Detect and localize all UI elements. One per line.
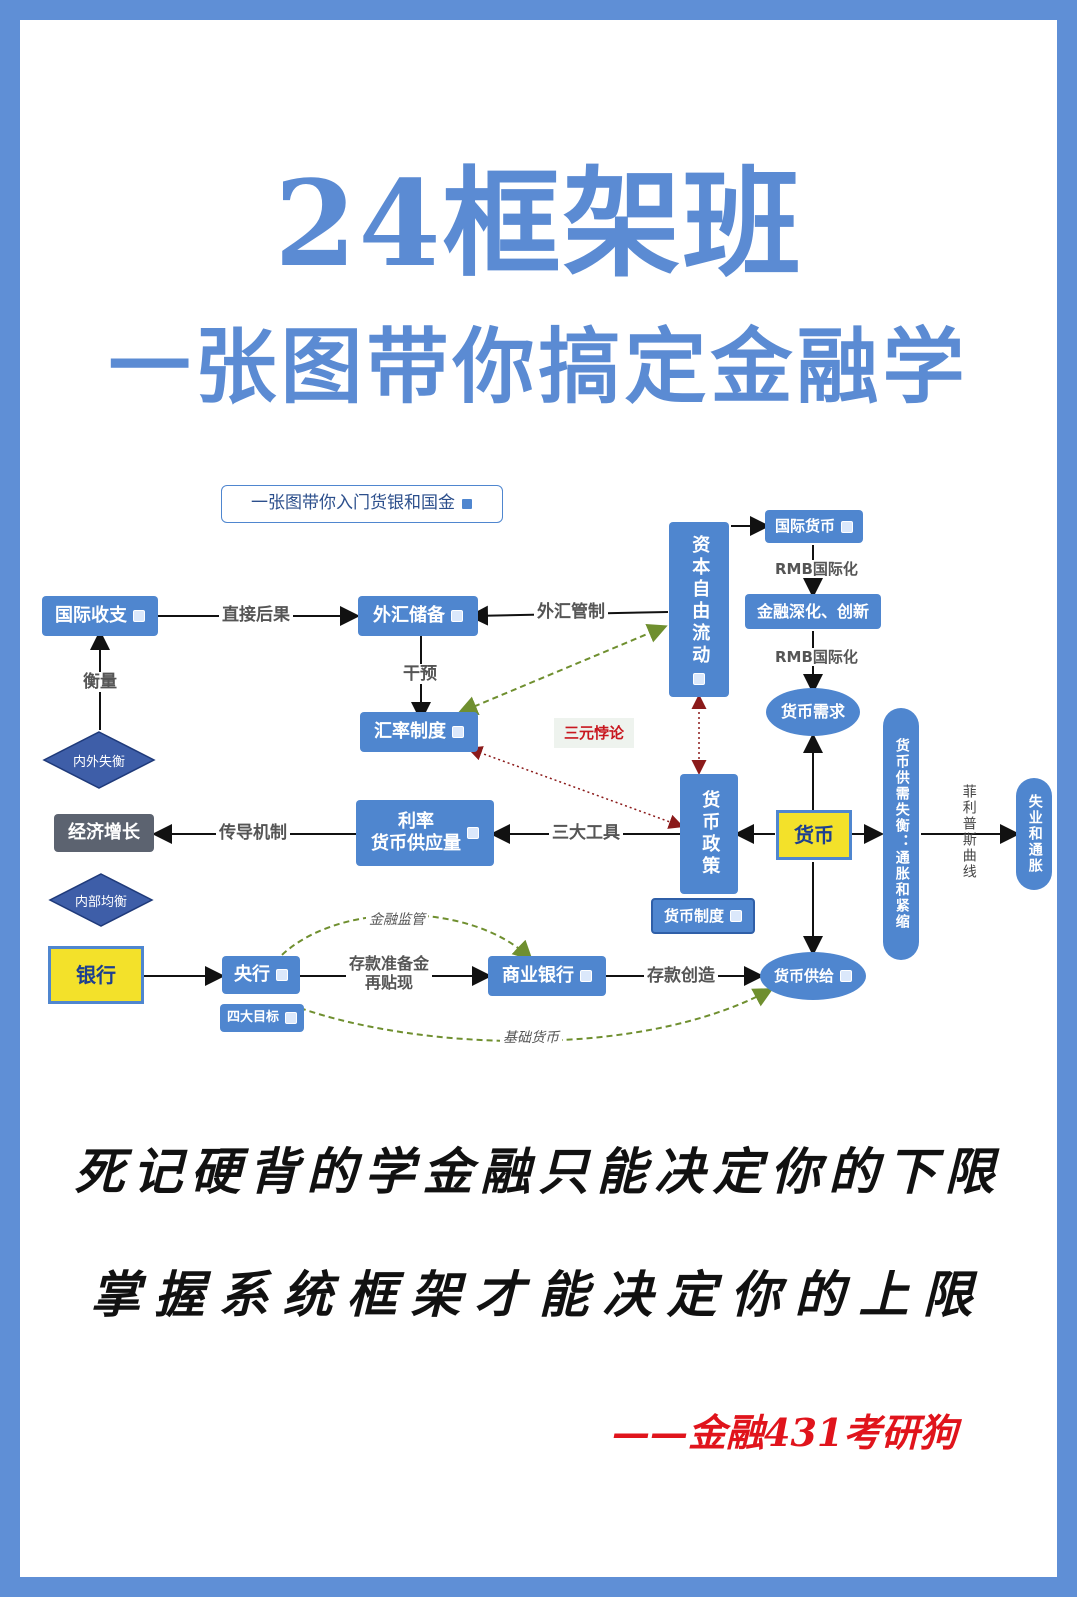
node-capital-flow[interactable]: 资本自由流动 — [669, 522, 729, 697]
node-label: 国际收支 — [55, 604, 127, 626]
label-deposit-creation: 存款创造 — [644, 966, 718, 987]
note-icon — [693, 672, 705, 685]
node-monetary-policy[interactable]: 货币政策 — [680, 774, 738, 894]
note-icon — [285, 1012, 297, 1024]
node-money[interactable]: 货币 — [776, 810, 852, 860]
note-icon — [452, 726, 464, 738]
label-rmb-intl-2: RMB国际化 — [772, 648, 861, 666]
note-icon — [841, 520, 853, 533]
node-label: 商业银行 — [502, 964, 574, 986]
node-interest-rate[interactable]: 利率 货币供应量 — [356, 800, 494, 866]
slogan-line2: 掌握系统框架才能决定你的上限 — [90, 1265, 987, 1324]
node-unemployment-inflation[interactable]: 失业和通胀 — [1016, 778, 1052, 890]
node-label: 货币政策 — [699, 790, 721, 878]
note-icon — [461, 498, 473, 510]
label-trilemma: 三元悖论 — [554, 718, 635, 748]
signature: ——金融431考研狗 — [612, 1410, 958, 1455]
note-icon — [451, 610, 463, 622]
node-commercial-bank[interactable]: 商业银行 — [488, 956, 606, 996]
label-direct-result: 直接后果 — [219, 605, 293, 626]
node-money-supply-imbalance[interactable]: 货币供需失衡：通胀和紧缩 — [883, 708, 919, 960]
node-label: 利率 货币供应量 — [371, 811, 461, 856]
node-label-line2: 货币供应量 — [371, 833, 461, 854]
note-icon — [580, 970, 592, 982]
node-money-supply[interactable]: 货币供给 — [760, 952, 866, 1000]
node-internal-external-imbalance[interactable]: 内外失衡 — [42, 730, 156, 790]
label-base-money: 基础货币 — [500, 1030, 562, 1047]
label-rmb-intl-1: RMB国际化 — [772, 560, 861, 578]
node-label: 汇率制度 — [374, 720, 446, 742]
node-four-goals[interactable]: 四大目标 — [220, 1004, 304, 1032]
node-central-bank[interactable]: 央行 — [222, 956, 300, 994]
node-label: 货币制度 — [663, 906, 724, 925]
label-reserve-line2: 再贴现 — [365, 973, 414, 993]
node-label: 国际货币 — [774, 517, 835, 536]
node-label: 经济增长 — [68, 821, 140, 843]
node-label: 失业和通胀 — [1026, 794, 1043, 874]
label-transmission: 传导机制 — [216, 823, 290, 844]
node-label: 央行 — [234, 963, 270, 985]
label-phillips-curve: 菲利普斯曲线 — [960, 784, 977, 880]
node-label: 银行 — [76, 962, 116, 987]
page-subtitle: 一张图带你搞定金融学 — [108, 319, 969, 415]
label-measure: 衡量 — [80, 672, 120, 693]
intro-topic-button[interactable]: 一张图带你入门货银和国金 — [221, 485, 503, 523]
diamond-shape — [48, 873, 154, 927]
node-label: 金融深化、创新 — [756, 601, 869, 621]
note-icon — [467, 827, 479, 839]
node-label: 货币供需失衡：通胀和紧缩 — [893, 738, 910, 930]
intro-topic-label: 一张图带你入门货银和国金 — [251, 493, 455, 514]
note-icon — [133, 610, 145, 622]
slogan-line1: 死记硬背的学金融只能决定你的下限 — [74, 1142, 1003, 1201]
node-money-demand[interactable]: 货币需求 — [766, 688, 860, 736]
label-financial-supervision: 金融监管 — [366, 912, 428, 929]
node-international-currency[interactable]: 国际货币 — [765, 510, 863, 543]
node-fx-reserves[interactable]: 外汇储备 — [358, 596, 478, 636]
node-label: 内外失衡 — [72, 754, 125, 770]
node-financial-deepening[interactable]: 金融深化、创新 — [745, 594, 881, 629]
note-icon — [730, 910, 742, 922]
diamond-shape — [42, 731, 156, 789]
node-label: 货币需求 — [780, 702, 845, 721]
node-internal-balance[interactable]: 内部均衡 — [48, 872, 154, 928]
node-bank[interactable]: 银行 — [48, 946, 144, 1004]
label-reserve: 存款准备金 再贴现 — [346, 954, 433, 993]
node-exchange-rate-regime[interactable]: 汇率制度 — [360, 712, 478, 752]
node-label: 货币供给 — [773, 966, 834, 985]
node-label: 内部均衡 — [74, 894, 127, 910]
node-economic-growth[interactable]: 经济增长 — [54, 814, 154, 852]
node-balance-of-payments[interactable]: 国际收支 — [42, 596, 158, 636]
label-intervention: 干预 — [400, 664, 440, 685]
node-monetary-regime[interactable]: 货币制度 — [651, 898, 755, 934]
note-icon — [840, 970, 852, 982]
note-icon — [276, 969, 288, 981]
page-title: 24框架班 — [274, 154, 803, 293]
node-label: 资本自由流动 — [689, 534, 711, 667]
node-label: 四大目标 — [226, 1009, 279, 1025]
label-reserve-line1: 存款准备金 — [349, 954, 430, 973]
label-three-tools: 三大工具 — [549, 823, 623, 844]
node-label: 货币 — [794, 822, 834, 847]
node-label: 外汇储备 — [373, 604, 445, 626]
node-label-line1: 利率 — [398, 810, 434, 832]
label-fx-control: 外汇管制 — [534, 602, 608, 623]
